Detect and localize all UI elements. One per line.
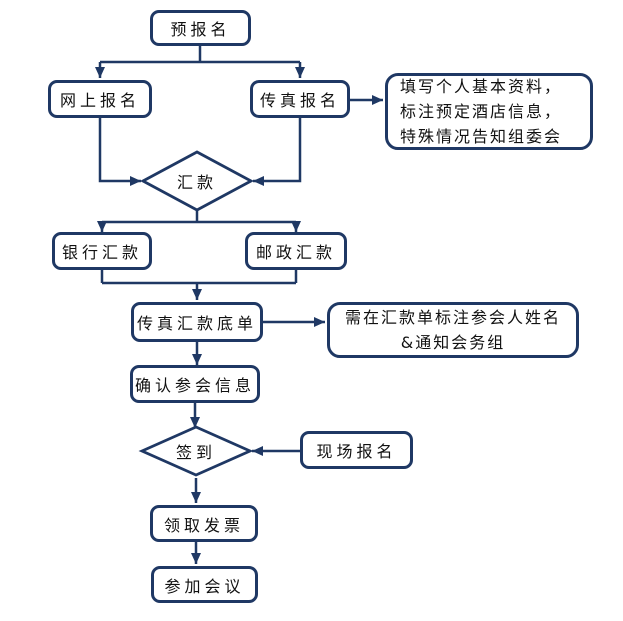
note-fill-info-line3: 特殊情况告知组委会 <box>400 127 563 146</box>
note-fill-info: 填写个人基本资料， 标注预定酒店信息， 特殊情况告知组委会 <box>385 73 593 150</box>
node-confirm-info: 确认参会信息 <box>130 365 260 403</box>
arrow-online-to-remit <box>98 118 141 186</box>
decision-checkin-label: 签到 <box>175 443 216 462</box>
node-attend-meeting: 参加会议 <box>151 566 258 603</box>
node-bank-remit: 银行汇款 <box>52 232 152 270</box>
node-fax-register: 传真报名 <box>250 80 350 118</box>
node-fax-slip: 传真汇款底单 <box>131 302 263 342</box>
node-online-register: 网上报名 <box>48 80 152 118</box>
node-pre-register: 预报名 <box>150 10 251 46</box>
decision-remit-shape <box>140 150 254 212</box>
node-onsite-register: 现场报名 <box>300 431 413 469</box>
node-get-invoice: 领取发票 <box>150 505 258 542</box>
note-remit-slip-line1: 需在汇款单标注参会人姓名 <box>344 308 561 327</box>
node-postal-remit: 邮政汇款 <box>245 232 347 270</box>
note-remit-slip-line2: &通知会务组 <box>400 333 506 352</box>
note-fill-info-line2: 标注预定酒店信息， <box>400 102 563 121</box>
note-fill-info-line1: 填写个人基本资料， <box>400 77 563 96</box>
arrow-fax-to-remit <box>253 118 302 186</box>
decision-checkin-shape <box>138 425 254 477</box>
decision-remit-label: 汇款 <box>176 173 217 192</box>
note-remit-slip: 需在汇款单标注参会人姓名 &通知会务组 <box>327 302 579 358</box>
